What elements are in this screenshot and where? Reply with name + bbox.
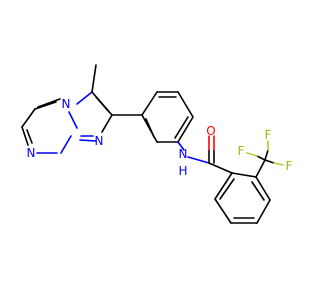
bond	[34, 101, 57, 110]
bond	[273, 162, 284, 166]
amide-group	[177, 135, 233, 174]
atom-label-amide-n: N	[179, 147, 188, 161]
imidazole-ring	[76, 64, 113, 142]
atom-labels: N N N N H O F F F	[27, 97, 293, 178]
bond	[231, 172, 257, 178]
bond	[177, 141, 185, 151]
bond	[219, 178, 235, 200]
atom-label-n-pyrimidine: N	[27, 146, 36, 160]
bond	[37, 98, 61, 108]
bond	[141, 91, 158, 116]
bond	[21, 126, 29, 146]
atom-label-amide-h: H	[178, 164, 187, 178]
bond	[256, 155, 266, 161]
trifluoromethyl-group	[246, 140, 284, 178]
atom-label-fluorine-right: F	[286, 159, 293, 173]
bond	[101, 114, 113, 133]
bond	[21, 108, 36, 128]
bond	[214, 198, 232, 224]
bond	[255, 176, 271, 201]
bond	[95, 96, 110, 113]
bond	[68, 111, 78, 129]
bond	[214, 172, 233, 200]
bond	[76, 91, 93, 105]
bond	[264, 159, 275, 164]
bond	[177, 116, 194, 143]
molecule-structure: N N N N H O F F F	[21, 64, 293, 224]
bond	[79, 139, 97, 142]
phenyl-ring	[111, 91, 194, 143]
bond	[177, 91, 194, 118]
bond	[145, 118, 155, 138]
atom-label-fluorine-left: F	[238, 144, 245, 158]
bond	[255, 159, 266, 178]
bond	[187, 156, 210, 164]
atom-label-n-bridge: N	[62, 97, 71, 111]
atom-label-carbonyl-o: O	[206, 124, 215, 138]
bond	[208, 162, 233, 174]
bond	[174, 116, 189, 139]
bond	[251, 181, 265, 201]
bond	[60, 135, 72, 154]
bond	[264, 149, 269, 161]
bond	[26, 129, 33, 144]
bond	[256, 199, 271, 224]
atom-label-fluorine-top: F	[265, 128, 272, 142]
atom-label-n-imidazole: N	[95, 134, 104, 148]
pyrimidine-ring	[21, 98, 78, 154]
benzoyl-ring	[214, 172, 271, 224]
bond	[246, 152, 258, 157]
methyl-bond	[91, 64, 97, 93]
